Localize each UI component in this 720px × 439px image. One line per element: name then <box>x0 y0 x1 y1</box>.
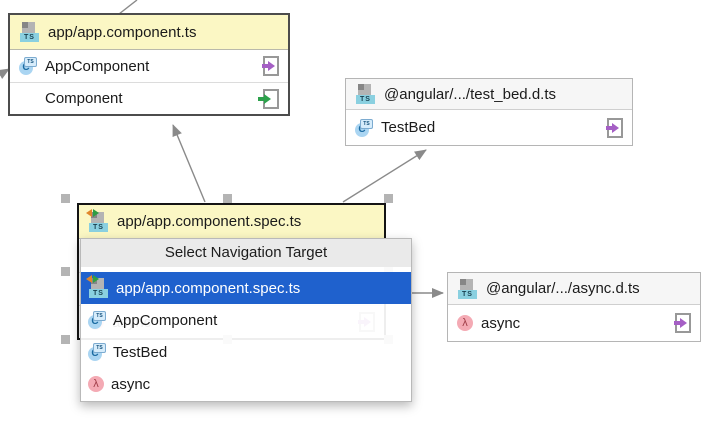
member-label: TestBed <box>381 119 436 136</box>
export-arrow-icon <box>262 56 279 76</box>
edge-spec-to-testbed <box>342 149 427 203</box>
node-title: app/app.component.spec.ts <box>117 213 302 230</box>
lambda-function-icon: λ <box>88 376 104 392</box>
typescript-file-icon: TS <box>19 22 40 42</box>
export-arrow-icon <box>606 117 623 138</box>
edge-spec-to-component <box>172 124 206 203</box>
node-title: @angular/.../async.d.ts <box>486 280 640 297</box>
typescript-file-icon: TS <box>457 278 478 299</box>
node-async-dts[interactable]: TS @angular/.../async.d.ts λ async <box>447 272 701 342</box>
node-header[interactable]: TS app/app.component.spec.ts <box>79 205 384 239</box>
popup-item-spec-file[interactable]: TS app/app.component.spec.ts <box>81 272 411 304</box>
node-header[interactable]: TS @angular/.../test_bed.d.ts <box>346 79 632 110</box>
popup-item-label: async <box>111 375 151 393</box>
resize-handle-middle-left[interactable] <box>61 267 70 276</box>
member-row-async[interactable]: λ async <box>448 305 700 341</box>
member-label: AppComponent <box>45 57 150 75</box>
resize-handle-top-right[interactable] <box>384 194 393 203</box>
member-row-component[interactable]: Component <box>10 82 288 114</box>
import-arrow-icon <box>258 88 279 109</box>
member-label: async <box>481 314 521 332</box>
popup-item-label: TestBed <box>113 343 168 361</box>
member-label: Component <box>45 90 123 107</box>
node-header[interactable]: TS app/app.component.ts <box>10 15 288 50</box>
node-title: @angular/.../test_bed.d.ts <box>384 85 556 103</box>
resize-handle-top-center[interactable] <box>223 194 232 203</box>
export-arrow-icon <box>674 313 691 333</box>
edge-into-component-node <box>0 68 10 79</box>
edge-offscreen-top <box>118 0 138 15</box>
typescript-spec-file-icon: TS <box>86 275 109 298</box>
popup-item-label: AppComponent <box>113 311 218 329</box>
lambda-function-icon: λ <box>457 315 473 331</box>
popup-item-label: app/app.component.spec.ts <box>116 279 301 297</box>
popup-title: Select Navigation Target <box>81 239 411 267</box>
node-title: app/app.component.ts <box>48 23 197 41</box>
resize-handle-top-left[interactable] <box>61 194 70 203</box>
typescript-spec-file-icon: TS <box>86 208 109 232</box>
popup-item-async[interactable]: λ async <box>81 368 411 400</box>
node-header[interactable]: TS @angular/.../async.d.ts <box>448 273 700 305</box>
typescript-file-icon: TS <box>355 84 376 104</box>
select-navigation-target-popup[interactable]: Select Navigation Target TS app/app.comp… <box>80 238 412 402</box>
resize-handle-bottom-left[interactable] <box>61 335 70 344</box>
